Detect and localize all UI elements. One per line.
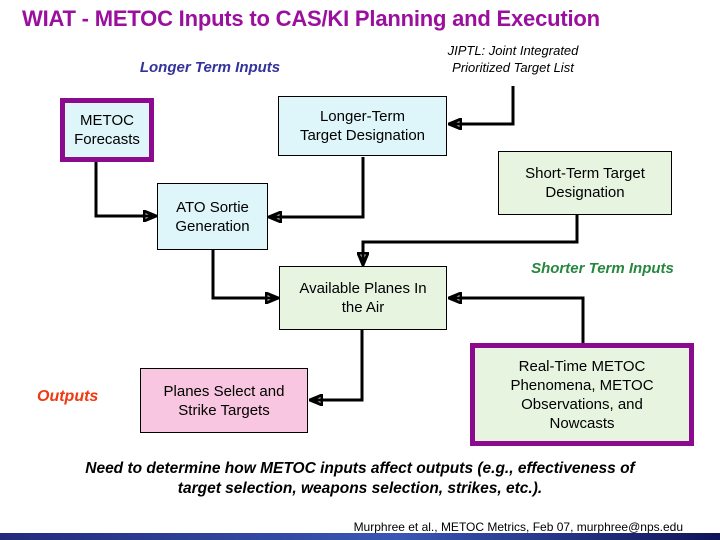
box-longer-term-line1: Longer-Term	[319, 108, 406, 125]
box-short-term-line2: Designation	[545, 184, 625, 201]
box-ato-line1: ATO Sortie	[176, 198, 249, 216]
box-available-planes: Available Planes In the Air	[279, 266, 447, 330]
shorter-term-inputs-label: Shorter Term Inputs	[531, 260, 674, 277]
arrow-metoc-to-ato	[94, 160, 155, 216]
box-metoc-forecasts-line1: METOC	[80, 112, 134, 129]
box-ato-sortie-generation: ATO Sortie Generation	[157, 183, 268, 250]
box-real-time-line4: Nowcasts	[549, 414, 615, 432]
slide-title: WIAT - METOC Inputs to CAS/KI Planning a…	[22, 6, 600, 31]
box-metoc-forecasts: METOC Forecasts	[60, 98, 154, 162]
box-longer-term-line2: Target Designation	[299, 127, 426, 144]
box-short-term-target-designation: Short-Term Target Designation	[498, 151, 672, 215]
box-metoc-forecasts-line2: Forecasts	[74, 131, 140, 148]
arrow-ato-to-available	[211, 250, 277, 298]
box-real-time-line2: Phenomena, METOC	[510, 376, 654, 394]
box-longer-term-target-designation: Longer-Term Target Designation	[278, 96, 447, 156]
jiptl-note-line1: JIPTL: Joint Integrated	[447, 43, 579, 58]
bottom-note: Need to determine how METOC inputs affec…	[0, 459, 720, 499]
box-short-term-line1: Short-Term Target	[525, 165, 645, 182]
box-planes-select-line1: Planes Select and	[163, 382, 285, 400]
box-ato-line2: Generation	[175, 217, 250, 235]
jiptl-note-line2: Prioritized Target List	[452, 60, 574, 75]
bottom-note-line1: Need to determine how METOC inputs affec…	[85, 460, 635, 477]
jiptl-note: JIPTL: Joint Integrated Prioritized Targ…	[403, 42, 623, 76]
credit-line: Murphree et al., METOC Metrics, Feb 07, …	[353, 520, 683, 534]
longer-term-inputs-label: Longer Term Inputs	[139, 59, 281, 76]
bottom-note-line2: target selection, weapons selection, str…	[177, 480, 543, 497]
box-planes-select-line2: Strike Targets	[178, 401, 270, 419]
box-real-time-metoc: Real-Time METOC Phenomena, METOC Observa…	[470, 343, 694, 446]
arrow-realtime-to-available	[450, 298, 585, 343]
box-planes-select-strike: Planes Select and Strike Targets	[140, 368, 308, 433]
box-available-planes-line1: Available Planes In	[299, 280, 427, 297]
arrow-available-to-select	[311, 330, 364, 400]
footer-bar	[0, 533, 720, 540]
arrow-short-term-to-available	[363, 215, 579, 264]
box-real-time-line1: Real-Time METOC	[518, 357, 646, 375]
outputs-label: Outputs	[37, 388, 99, 405]
box-real-time-line3: Observations, and	[521, 395, 643, 413]
box-available-planes-line2: the Air	[341, 299, 385, 316]
arrow-longer-term-to-ato	[270, 157, 365, 217]
arrow-jiptl-to-longer-term	[450, 86, 515, 124]
